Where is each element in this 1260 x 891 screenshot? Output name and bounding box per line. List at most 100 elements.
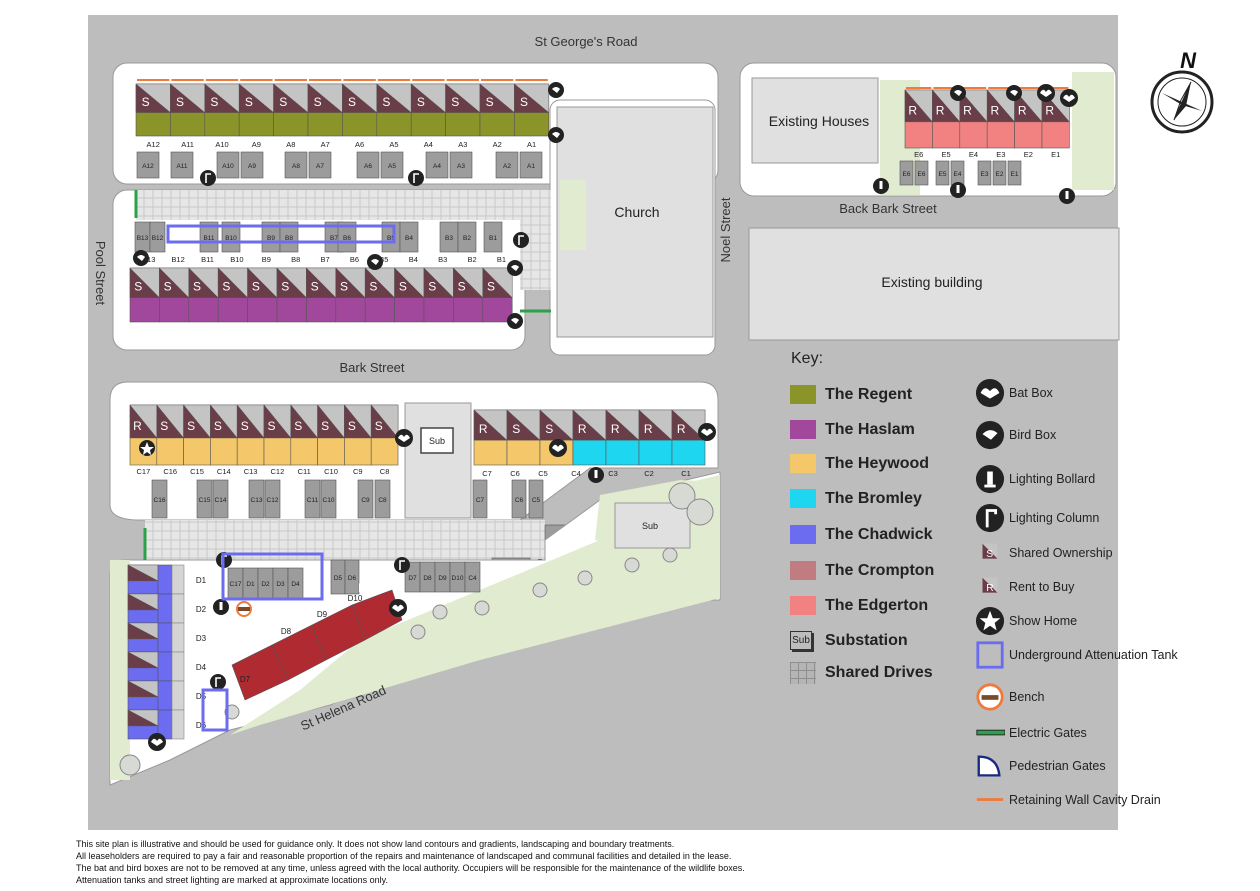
legend-house-name: Shared Drives xyxy=(825,664,933,681)
plot-label: C7 xyxy=(482,469,492,478)
plot-label: D9 xyxy=(438,575,447,582)
tenure-letter: S xyxy=(222,280,230,294)
plot-label: B5 xyxy=(379,255,388,264)
roof-dark xyxy=(135,83,171,113)
tenure-letter: S xyxy=(187,419,195,433)
plot-label: A10 xyxy=(222,163,234,170)
tree-icon xyxy=(532,582,548,598)
plot-label: E2 xyxy=(996,171,1004,178)
garage-c xyxy=(374,479,391,519)
tenure-letter: R xyxy=(320,600,329,614)
roof-dark xyxy=(482,267,513,298)
roof-dark xyxy=(127,622,159,640)
plot-label: D5 xyxy=(196,692,207,701)
tenure-letter: S xyxy=(348,419,356,433)
plot-label: B9 xyxy=(267,235,275,242)
roof-dark xyxy=(365,267,396,298)
bollard-icon-glyph xyxy=(219,602,223,610)
bat-icon xyxy=(975,378,1005,408)
plot-label: C17 xyxy=(230,581,242,588)
legend-house-name: The Heywood xyxy=(825,454,930,472)
tenure-letter: S xyxy=(369,280,377,294)
tenure-letter: S xyxy=(267,419,275,433)
existing-houses-label: Existing Houses xyxy=(769,113,869,129)
tenure-letter: S xyxy=(281,280,289,294)
legend-symbol: Pedestrian Gates xyxy=(975,751,1106,781)
plot-label: A1 xyxy=(527,140,536,149)
tenure-letter: S xyxy=(512,422,520,436)
legend-house-name: Substation xyxy=(825,631,908,649)
svg-text:Sub: Sub xyxy=(429,436,445,446)
electric-gate-icon xyxy=(976,729,1005,736)
tenure-letter: R xyxy=(611,422,620,436)
garage-b xyxy=(149,221,166,253)
tree-icon xyxy=(662,547,678,563)
tenure-letter: S xyxy=(164,280,172,294)
bat-icon-glyph xyxy=(151,738,163,746)
legend-house-name: The Edgerton xyxy=(825,596,929,614)
bench-icon-glyph xyxy=(238,607,250,611)
plot-label: C14 xyxy=(217,467,231,476)
rent-to-buy-icon: R xyxy=(982,577,998,594)
garage-c xyxy=(357,479,374,519)
tenure-letter: R xyxy=(133,419,142,433)
roof-dark xyxy=(183,404,211,439)
garage-a xyxy=(449,151,473,179)
garage-a xyxy=(170,151,194,179)
plot-label: A12 xyxy=(147,140,160,149)
roof-dark xyxy=(514,83,550,113)
tree-icon xyxy=(474,600,490,616)
legend-symbol-label: Lighting Bollard xyxy=(1009,472,1096,486)
tenure-letter: S xyxy=(545,422,553,436)
legend-house-type: The Chadwick xyxy=(790,525,933,544)
disclaimer-notes: This site plan is illustrative and shoul… xyxy=(76,838,976,886)
plot-label: C16 xyxy=(163,467,177,476)
house-plot xyxy=(157,651,173,682)
garage-a xyxy=(425,151,449,179)
roof-dark xyxy=(344,404,372,439)
bat-icon-glyph xyxy=(392,604,404,612)
plot-label: C14 xyxy=(215,497,227,504)
bird-icon-glyph xyxy=(371,259,379,265)
legend-symbol-label: Pedestrian Gates xyxy=(1009,759,1106,773)
church-label: Church xyxy=(614,204,659,220)
tree-icon xyxy=(577,570,593,586)
lamp-column-icon xyxy=(394,557,410,573)
plot-label: C12 xyxy=(267,497,279,504)
plot-label: B7 xyxy=(330,235,338,242)
note-line: All leaseholders are required to pay a f… xyxy=(76,851,732,861)
plot-label: D2 xyxy=(196,605,207,614)
plot-label: A4 xyxy=(433,163,441,170)
legend-house-type: The Haslam xyxy=(790,420,915,439)
plot-label: D9 xyxy=(317,610,328,619)
tenure-letter: S xyxy=(193,280,201,294)
legend-symbol: Retaining Wall Cavity Drain xyxy=(975,785,1161,815)
roof-dark xyxy=(127,564,159,582)
tenure-letter: R xyxy=(281,620,290,634)
bat-icon-glyph xyxy=(552,444,564,452)
garage-a xyxy=(216,151,240,179)
lamp-column-glyph xyxy=(399,560,405,570)
garage-a xyxy=(308,151,332,179)
attenuation-tank-d xyxy=(221,552,324,601)
legend-symbol: Show Home xyxy=(975,606,1077,636)
house-plot xyxy=(157,564,173,595)
plot-label: D1 xyxy=(246,581,255,588)
plot-label: B9 xyxy=(262,255,271,264)
tenure-letter: S xyxy=(245,95,253,109)
roof-dark xyxy=(671,409,706,441)
plot-label: E6 xyxy=(903,171,911,178)
garage-a xyxy=(356,151,380,179)
legend-swatch xyxy=(790,662,816,684)
tenure-letter: R xyxy=(248,637,257,651)
tenure-letter: S xyxy=(314,95,322,109)
plot-label: E3 xyxy=(981,171,989,178)
roof-dark xyxy=(394,267,425,298)
legend-swatch xyxy=(790,420,816,439)
garage-b xyxy=(337,221,357,253)
tenure-letter: S xyxy=(294,419,302,433)
tenure-letter: S xyxy=(321,419,329,433)
garage-c xyxy=(528,479,544,519)
tree-icon xyxy=(624,557,640,573)
roof-dark xyxy=(273,83,309,113)
